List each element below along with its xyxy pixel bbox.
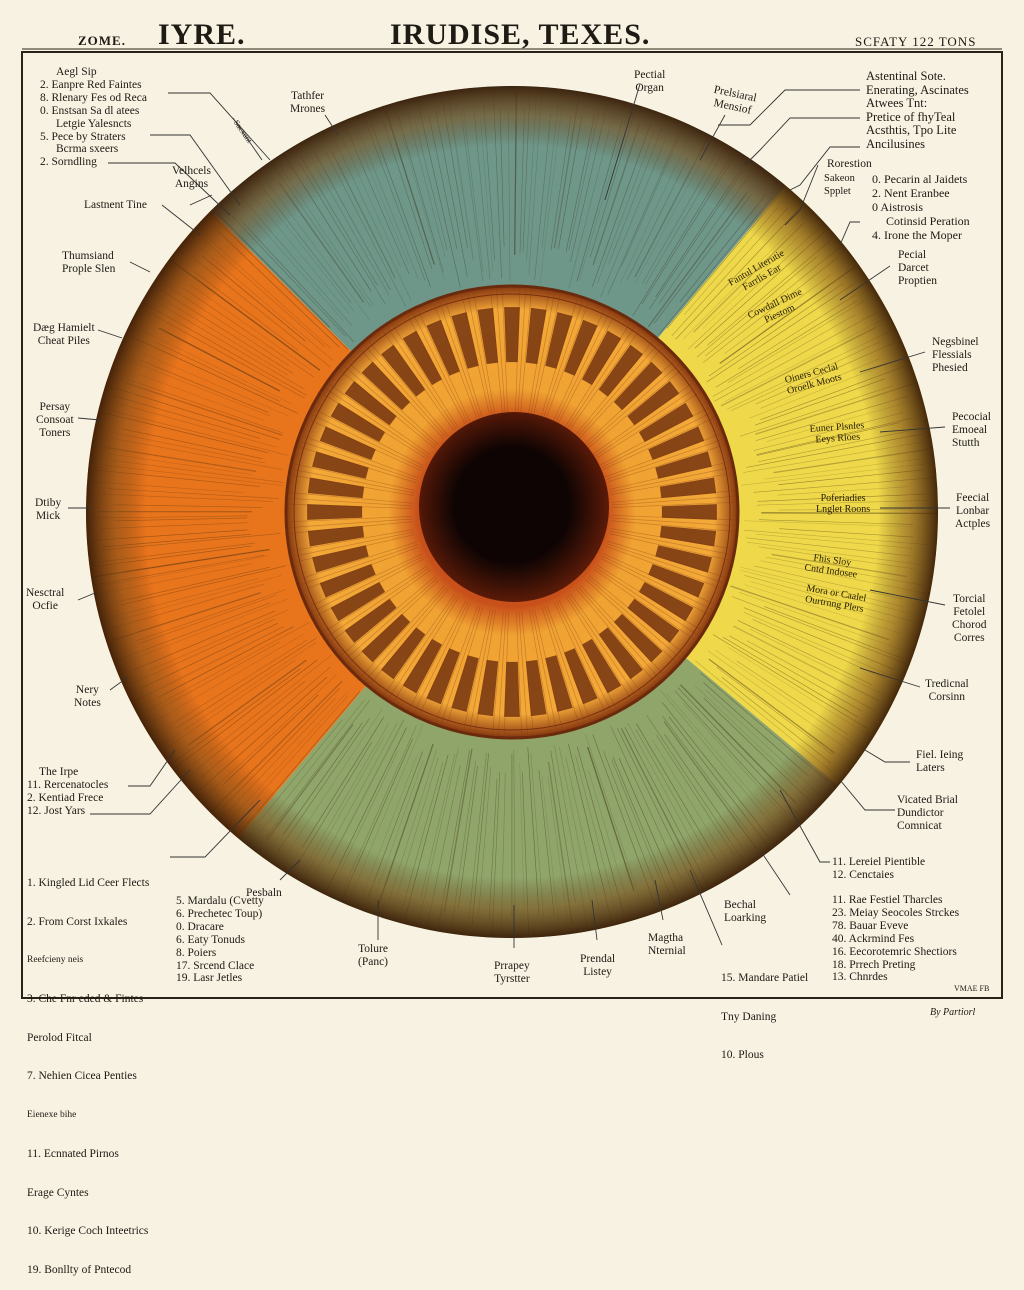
legend-item: 2. Sorndling (40, 156, 147, 169)
legend-item: 0. Pecarin al Jaidets (872, 172, 970, 186)
legend-item: 2. Nent Eranbee (872, 186, 970, 200)
bottom-right-legend: 11. Rae Festiel Tharcles 23. Meiay Seoco… (832, 894, 959, 984)
legend-item: Bcrma sxeers (40, 143, 147, 156)
callout-label: Lastnent Tine (84, 199, 147, 212)
top-left-legend: Aegl Sip 2. Eanpre Red Faintes 8. Rlenar… (40, 66, 147, 169)
legend-item: 2. From Corst Ixkales (27, 916, 149, 929)
legend-heading: Rorestion (827, 158, 872, 171)
iris-zone-label: Euner Plsnles Eeys Rloes (809, 420, 865, 446)
header-scale-label: SCFATY 122 TONS (855, 34, 976, 50)
callout-label: Fiel. Ieing Laters (916, 749, 963, 775)
callout-label: Dæg Hamielt Cheat Piles (33, 322, 95, 348)
legend-item: 3. Che Fnr eded & Fintes (27, 993, 149, 1006)
legend-item: 12. Cenctaies (832, 869, 925, 882)
legend-item: 5. Pece by Straters (40, 131, 147, 144)
legend-item: 1. Kingled Lid Ceer Flects (27, 877, 149, 890)
legend-item: 6. Eaty Tonuds (176, 934, 264, 947)
legend-item: 5. Mardalu (Cvetty (176, 895, 264, 908)
legend-item: Perolod Fitcal (27, 1032, 149, 1045)
legend-item: 19. Bonllty of Pntecod (27, 1264, 149, 1277)
callout-label: Torcial Fetolel Chorod Corres (952, 593, 987, 645)
callout-label: Bechal Loarking (724, 899, 766, 925)
legend-item: 23. Meiay Seocoles Strckes (832, 907, 959, 920)
legend-item: 16. Eecorotemric Shectiors (832, 946, 959, 959)
callout-label: Pectial Organ (634, 69, 665, 95)
legend-item: Aegl Sip (40, 66, 147, 79)
callout-label: Vicated Brial Dundictor Comnicat (897, 794, 958, 833)
callout-label: Persay Consoat Toners (36, 401, 74, 440)
callout-label: Tolure (Panc) (358, 943, 388, 969)
legend-item: 7. Nehien Cicea Penties (27, 1070, 149, 1083)
footer-code: VMAE FB (954, 982, 989, 995)
header-zone-label: ZOME. (78, 33, 126, 49)
legend-item: 19. Lasr Jetles (176, 972, 264, 985)
page-title: IRUDISE, TEXES. (390, 18, 650, 52)
callout-label: Tredicnal Corsinn (925, 678, 969, 704)
callout-label: Pecial Darcet Proptien (898, 249, 937, 288)
legend-item: 12. Jost Yars (27, 805, 108, 818)
legend-item: Astentinal Sote. (866, 70, 969, 84)
legend-side-label: Sakeon Spplet (824, 172, 855, 198)
legend-item: 10. Plous (721, 1049, 808, 1062)
legend-item: 6. Prechetec Toup) (176, 908, 264, 921)
bottom-left-small-legend: The Irpe 11. Rercenatocles 2. Kentiad Fr… (27, 766, 108, 818)
legend-item: Tny Daning (721, 1011, 808, 1024)
callout-label: Thumsiand Prople Slen (62, 250, 115, 276)
legend-item: Reefcieny neis (27, 954, 149, 967)
legend-item: 17. Srcend Clace (176, 960, 264, 973)
legend-item: 11. Rae Festiel Tharcles (832, 894, 959, 907)
legend-item: Acsthtis, Tpo Lite (866, 124, 969, 138)
legend-item: Eienexe bihe (27, 1109, 149, 1122)
legend-item: 78. Bauar Eveve (832, 920, 959, 933)
legend-item: 11. Ecnnated Pirnos (27, 1148, 149, 1161)
bottom-left-legend: 1. Kingled Lid Ceer Flects 2. From Corst… (27, 851, 149, 1290)
legend-item: 18. Prrech Preting (832, 959, 959, 972)
bottom-mid-legend: 5. Mardalu (Cvetty 6. Prechetec Toup) 0.… (176, 895, 264, 985)
callout-label: Negsbinel Flessials Phesied (932, 336, 979, 375)
legend-item: 0. Enstsan Sa dl atees (40, 105, 147, 118)
bottom-center-legend: 15. Mandare Patiel Tny Daning 10. Plous (721, 946, 808, 1075)
legend-item: 2. Eanpre Red Faintes (40, 79, 147, 92)
legend-item: 2. Kentiad Frece (27, 792, 108, 805)
legend-item: 11. Rercenatocles (27, 779, 108, 792)
legend-item: Cotinsid Peration (886, 214, 970, 228)
legend-item: 10. Kerige Coch Inteetrics (27, 1225, 149, 1238)
callout-label: Prendal Listey (580, 953, 615, 979)
footer-credit: By Partiorl (930, 1006, 975, 1019)
callout-label: Pecocial Emoeal Stutth (952, 411, 991, 450)
legend-item: 8. Poiers (176, 947, 264, 960)
callout-label: Nesctral Ocfie (26, 587, 64, 613)
legend-item: Enerating, Ascinates (866, 84, 969, 98)
legend-item: 11. Lereiel Pientible (832, 856, 925, 869)
legend-item: 0 Aistrosis (872, 200, 970, 214)
callout-label: Dtiby Mick (35, 497, 61, 523)
legend-item: 40. Ackrmind Fes (832, 933, 959, 946)
legend-item: 0. Dracare (176, 921, 264, 934)
callout-label: Tathfer Mrones (290, 90, 325, 116)
legend-item: Pretice of fhyTeal (866, 111, 969, 125)
legend-heading: The Irpe (27, 766, 108, 779)
callout-label: Magtha Nternial (648, 932, 686, 958)
legend-item: 13. Chnrdes (832, 971, 959, 984)
pupil (419, 412, 609, 602)
top-right-legend: Astentinal Sote. Enerating, Ascinates At… (866, 70, 969, 152)
legend-item: Ancilusines (866, 138, 969, 152)
legend-item: 8. Rlenary Fes od Reca (40, 92, 147, 105)
legend-item: Atwees Tnt: (866, 97, 969, 111)
callout-label: Velhcels Angins (172, 165, 211, 191)
header-left-title: IYRE. (158, 18, 246, 52)
top-right-legend-2: 0. Pecarin al Jaidets 2. Nent Eranbee 0 … (872, 172, 970, 242)
callout-label: Prrapey Tyrstter (494, 960, 530, 986)
legend-item: 15. Mandare Patiel (721, 972, 808, 985)
callout-label: Feecial Lonbar Actples (955, 492, 990, 531)
legend-item: Letgie Yalesncts (40, 118, 147, 131)
bottom-right-small-legend: 11. Lereiel Pientible 12. Cenctaies (832, 856, 925, 882)
legend-item: 4. Irone the Moper (872, 228, 970, 242)
legend-item: Erage Cyntes (27, 1187, 149, 1200)
iris-zone-label: Poferiadies Lnglet Roons (816, 493, 870, 515)
callout-label: Nery Notes (74, 684, 101, 710)
